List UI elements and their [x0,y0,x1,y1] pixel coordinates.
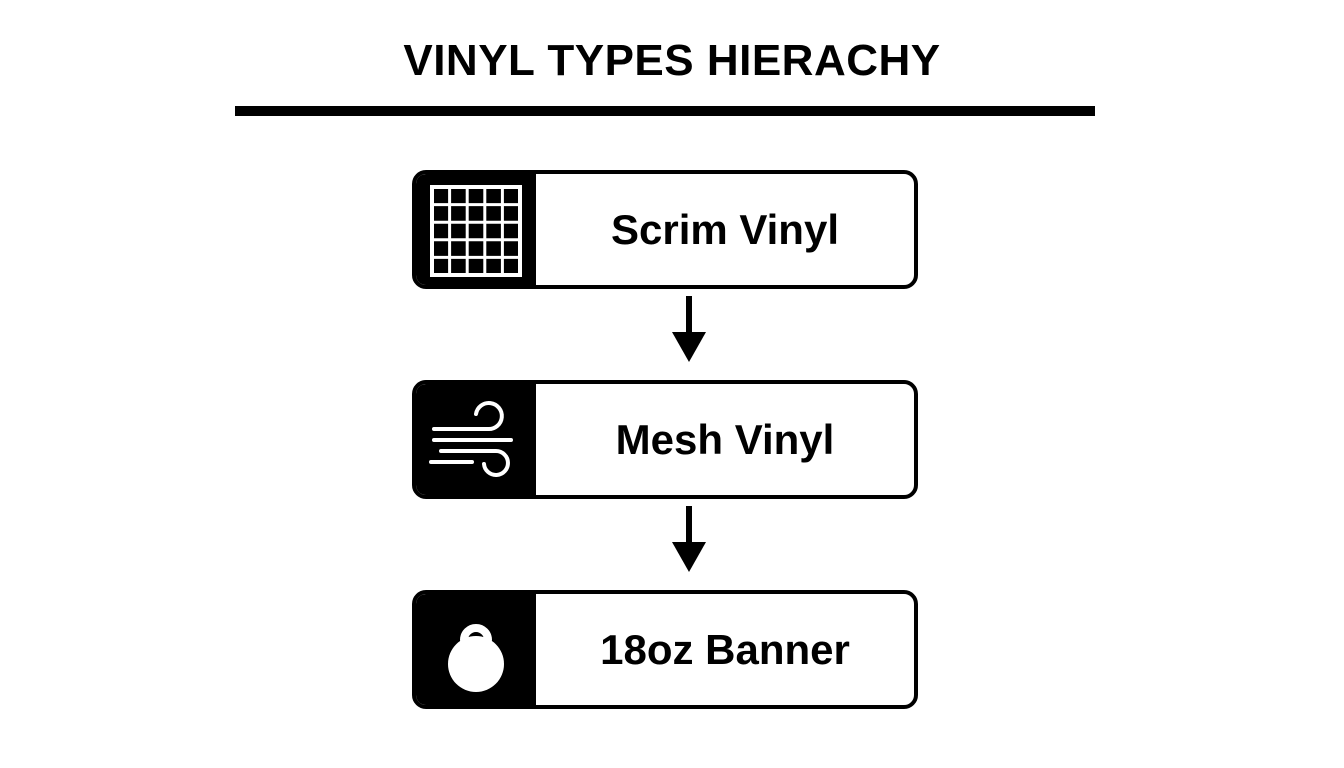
grid-icon [430,185,522,277]
down-arrow-connector [672,506,706,572]
node-icon-box [416,174,536,285]
down-arrow-connector [672,296,706,362]
node-label: Mesh Vinyl [615,415,835,463]
title-underline [235,106,1095,116]
node-label: 18oz Banner [600,625,850,673]
node-icon-box [416,594,536,705]
node-18oz-banner: 18oz Banner [412,590,918,709]
kettlebell-weight-icon [448,624,504,692]
node-label: Scrim Vinyl [610,205,839,253]
diagram-title: VINYL TYPES HIERACHY [403,36,941,85]
node-icon-box [416,384,536,495]
node-mesh-vinyl: Mesh Vinyl [412,380,918,499]
wind-icon [429,401,513,477]
node-scrim-vinyl: Scrim Vinyl [412,170,918,289]
